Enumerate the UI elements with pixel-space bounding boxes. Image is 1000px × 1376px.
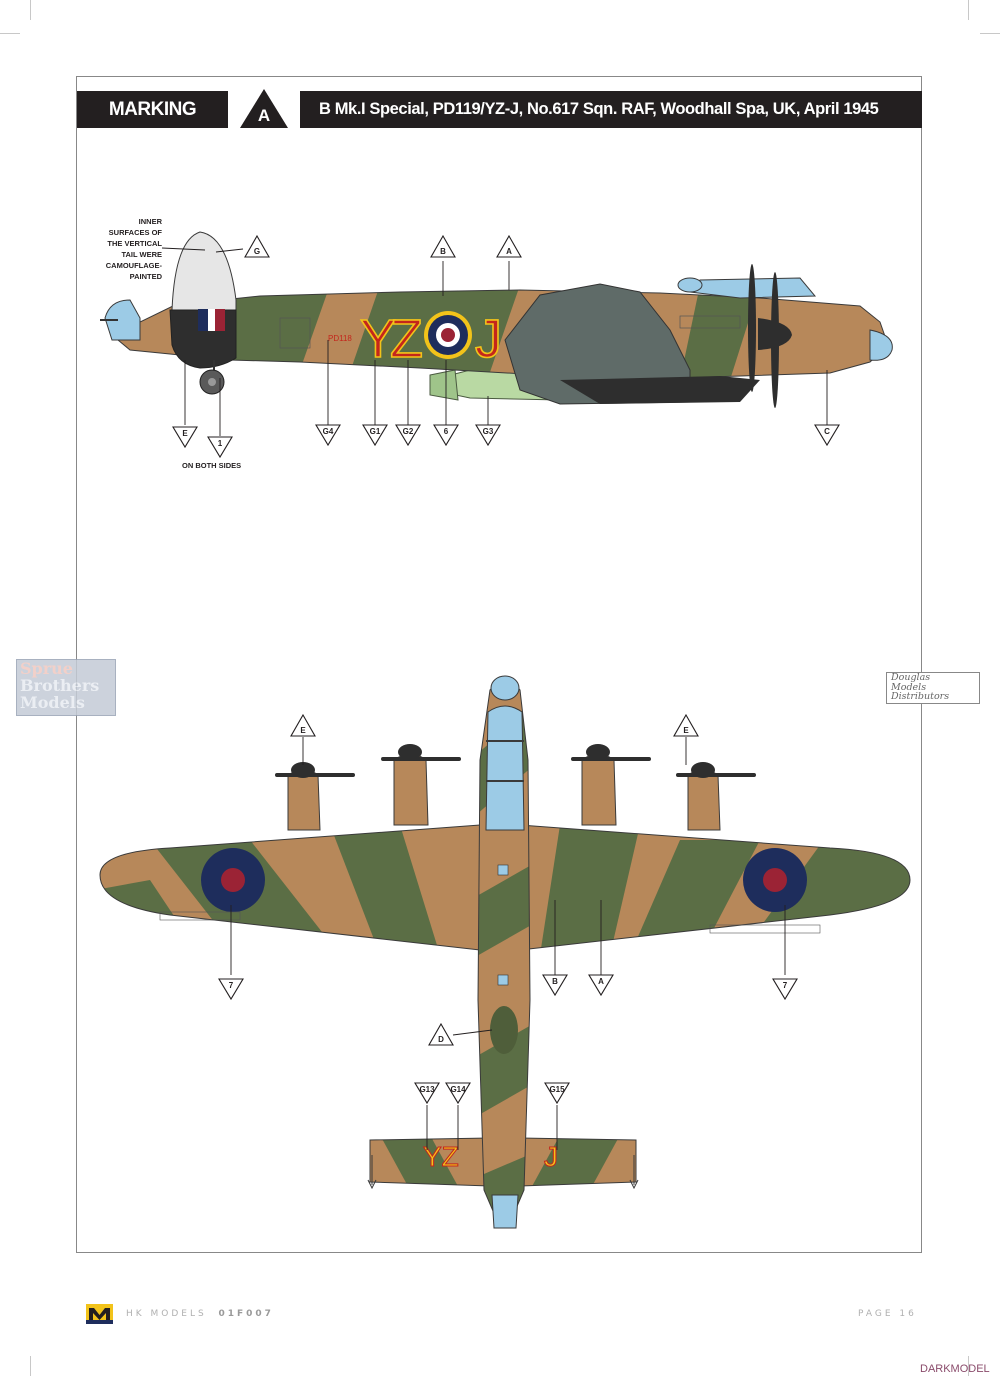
callout-triangle bbox=[428, 1022, 454, 1046]
watermark-line: Models bbox=[20, 693, 85, 712]
callout-label: G14 bbox=[450, 1085, 466, 1094]
marking-label: MARKING bbox=[77, 91, 228, 128]
callout-label: 1 bbox=[218, 439, 223, 448]
corner-watermark: DARKMODEL bbox=[920, 1363, 990, 1375]
douglas-models-watermark: Douglas Models Distributors bbox=[886, 672, 980, 704]
callout-triangle bbox=[207, 436, 233, 459]
top-view: YZ J bbox=[99, 675, 911, 1229]
marking-letter-badge: A bbox=[240, 89, 288, 128]
fuselage-codes: Y Z J bbox=[359, 308, 503, 370]
footer-page: PAGE 16 bbox=[858, 1309, 917, 1319]
callout-triangle bbox=[445, 1082, 471, 1105]
callout-label: G15 bbox=[549, 1085, 565, 1094]
crop-mark bbox=[968, 0, 969, 20]
tail-codes-left: YZ bbox=[423, 1141, 459, 1172]
side-view: Y Z J PD118 bbox=[100, 231, 893, 408]
marking-letter: A bbox=[258, 106, 270, 125]
callout-triangle bbox=[496, 234, 522, 258]
callout-triangle bbox=[814, 424, 840, 447]
callout-label: G4 bbox=[323, 427, 334, 436]
engines bbox=[275, 744, 756, 831]
callout-label: 7 bbox=[783, 981, 788, 990]
code-letter-z: Z bbox=[390, 309, 423, 369]
callout-label: D bbox=[438, 1035, 444, 1044]
callout-label: E bbox=[683, 726, 689, 735]
top-leader-lines bbox=[230, 737, 786, 1150]
callout-label: C bbox=[824, 427, 830, 436]
serial-number: PD118 bbox=[328, 334, 352, 343]
hk-models-logo bbox=[86, 1304, 113, 1324]
footer-brand: HK MODELS 01F007 bbox=[126, 1309, 274, 1319]
page-title: B Mk.I Special, PD119/YZ-J, No.617 Sqn. … bbox=[300, 91, 922, 128]
callout-triangle bbox=[673, 713, 699, 737]
code-letter-j: J bbox=[475, 309, 502, 369]
propellers bbox=[748, 264, 792, 408]
tail-note: INNER SURFACES OF THE VERTICAL TAIL WERE… bbox=[105, 217, 162, 281]
footer-brand-name: HK MODELS bbox=[126, 1309, 207, 1319]
callout-label: A bbox=[598, 977, 604, 986]
callout-label: G3 bbox=[483, 427, 494, 436]
callout-label: G13 bbox=[419, 1085, 435, 1094]
watermark-line: Models bbox=[891, 681, 927, 693]
callout-triangle bbox=[244, 234, 270, 258]
callout-triangle bbox=[544, 1082, 570, 1105]
side-leader-lines bbox=[161, 247, 828, 436]
callout-label: G2 bbox=[403, 427, 414, 436]
watermark-line: Brothers bbox=[20, 676, 100, 695]
callout-triangle bbox=[414, 1082, 440, 1105]
crop-mark bbox=[968, 1356, 969, 1376]
tail-codes-right: J bbox=[544, 1141, 558, 1172]
callout-triangle bbox=[172, 426, 198, 449]
callout-triangle bbox=[218, 978, 244, 1001]
watermark-line: Douglas bbox=[891, 672, 931, 683]
callout-label: G bbox=[254, 247, 260, 256]
callout-triangle bbox=[475, 424, 501, 447]
fuselage-roundel bbox=[424, 311, 472, 359]
callout-triangle bbox=[395, 424, 421, 447]
callout-label: E bbox=[300, 726, 306, 735]
callout-label: B bbox=[552, 977, 558, 986]
callout-label: G1 bbox=[370, 427, 381, 436]
callout-triangle bbox=[542, 974, 568, 997]
callout-triangle bbox=[772, 978, 798, 1001]
callout-label: B bbox=[440, 247, 446, 256]
callout-label: 7 bbox=[229, 981, 234, 990]
crop-mark bbox=[30, 1356, 31, 1376]
crop-mark bbox=[30, 0, 31, 20]
footer-code: 01F007 bbox=[218, 1309, 274, 1319]
watermark-line: Distributors bbox=[891, 691, 950, 702]
callout-triangle bbox=[430, 234, 456, 258]
watermark-line: Sprue bbox=[20, 659, 73, 678]
callout-triangle bbox=[290, 713, 316, 737]
callout-triangle bbox=[362, 424, 388, 447]
both-sides-note: ON BOTH SIDES bbox=[182, 461, 242, 470]
callout-triangle bbox=[433, 424, 459, 447]
crop-mark bbox=[980, 33, 1000, 34]
callout-label: A bbox=[506, 247, 512, 256]
callout-triangle bbox=[315, 424, 341, 447]
callout-label: E bbox=[182, 429, 188, 438]
crop-mark bbox=[0, 33, 20, 34]
callout-label: 6 bbox=[444, 427, 449, 436]
sprue-brothers-watermark: Sprue Brothers Models bbox=[16, 659, 116, 716]
callout-triangle bbox=[588, 974, 614, 997]
code-letter-y: Y bbox=[360, 309, 396, 369]
